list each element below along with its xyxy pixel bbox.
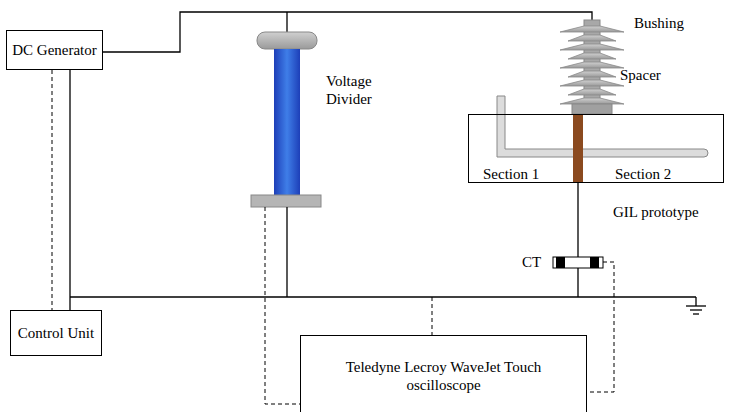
ground-wire xyxy=(577,183,578,297)
node-label: GIL prototype xyxy=(613,203,699,221)
oscilloscope-box: Teledyne Lecroy WaveJet Touch oscillosco… xyxy=(300,335,587,412)
gil-conductor xyxy=(497,96,708,157)
node-label: Control Unit xyxy=(18,324,94,342)
hv-wire xyxy=(286,12,287,33)
node-label: Teledyne Lecroy WaveJet Touch oscillosco… xyxy=(301,358,586,394)
cable-shield xyxy=(69,70,70,310)
control-box: Control Unit xyxy=(10,310,102,356)
control-cable xyxy=(52,70,53,310)
bushing-symbol xyxy=(560,20,624,114)
hv-wire xyxy=(100,12,592,52)
ct-label: CT xyxy=(522,253,550,271)
ct-symbol xyxy=(553,257,603,268)
divider-column xyxy=(274,49,300,195)
ground-bus xyxy=(70,296,696,297)
bushing-label: Bushing xyxy=(634,14,724,32)
node-label: Section 1 xyxy=(483,165,539,183)
spacer-label: Spacer xyxy=(620,66,710,84)
node-label: DC Generator xyxy=(12,41,97,59)
spacer-symbol xyxy=(573,114,583,183)
ground-symbol xyxy=(686,297,706,314)
divider-top-electrode xyxy=(257,32,317,49)
generator-box: DC Generator xyxy=(6,30,103,70)
node-label: Section 2 xyxy=(615,165,671,183)
ground-wire xyxy=(286,207,287,297)
gil-prototype-box: Section 1Section 2GIL prototype xyxy=(468,114,724,183)
divider-label: Voltage Divider xyxy=(326,72,396,108)
divider-base xyxy=(251,195,321,207)
